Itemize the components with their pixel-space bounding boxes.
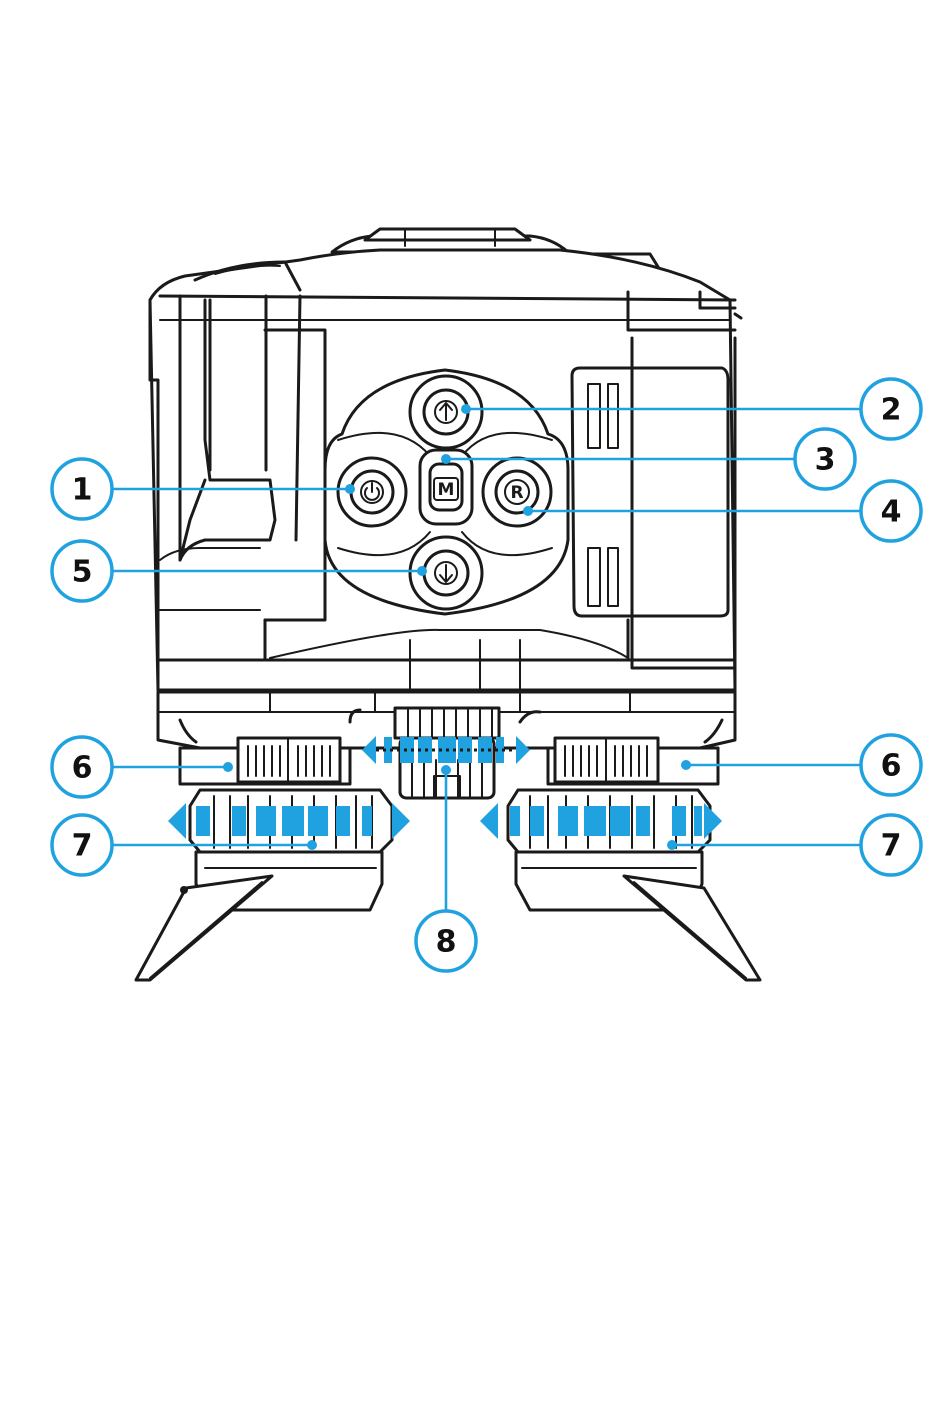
callout-number: 3: [815, 443, 836, 478]
callout-number: 2: [881, 393, 902, 428]
arrow-segment: [510, 806, 520, 836]
arrow-segment: [694, 806, 702, 836]
callout-number: 6: [72, 751, 93, 786]
callout-target-dot: [441, 454, 451, 464]
arrow-segment: [362, 806, 372, 836]
callout-number: 7: [72, 829, 93, 864]
power-icon: [361, 481, 383, 503]
callout-target-dot: [223, 762, 233, 772]
left-diopter-ring[interactable]: [180, 738, 350, 784]
arrowhead-left: [480, 803, 498, 839]
callout-number: 1: [72, 473, 93, 508]
callout-target-dot: [307, 840, 317, 850]
right-eyepiece-rotation-arrow: [480, 803, 722, 839]
callout-target-dot: [667, 840, 677, 850]
right-eyepiece-ring[interactable]: [508, 790, 760, 980]
arrowhead-right: [516, 736, 530, 764]
menu-letter-icon: M: [434, 478, 458, 500]
arrow-segment: [672, 806, 686, 836]
arrow-segment: [256, 806, 276, 836]
arrow-segment: [530, 806, 544, 836]
callout-target-dot: [681, 760, 691, 770]
callout-c6l: 6: [52, 737, 233, 797]
arrow-segment: [610, 806, 630, 836]
callout-number: 8: [436, 925, 457, 960]
right-diopter-ring[interactable]: [548, 738, 718, 784]
menu-glyph: M: [438, 480, 455, 500]
callout-target-dot: [441, 765, 451, 775]
focus-knob-rotation-arrow: [362, 736, 530, 764]
arrow-segment: [232, 806, 246, 836]
callout-target-dot: [417, 566, 427, 576]
arrow-segment: [282, 806, 304, 836]
callout-number: 5: [72, 555, 93, 590]
record-glyph: R: [510, 483, 523, 503]
callout-target-dot: [461, 404, 471, 414]
arrow-segment: [196, 806, 210, 836]
arrowhead-left: [362, 736, 376, 764]
arrow-segment: [336, 806, 350, 836]
arrowhead-left: [168, 803, 186, 839]
button-cluster: R M: [325, 370, 568, 614]
callout-number: 4: [881, 495, 902, 530]
callout-number: 7: [881, 829, 902, 864]
up-button[interactable]: [410, 376, 482, 448]
callout-number: 6: [881, 749, 902, 784]
callout-target-dot: [523, 506, 533, 516]
arrowhead-right: [704, 803, 722, 839]
arrow-segment: [636, 806, 650, 836]
callout-target-dot: [345, 484, 355, 494]
arrowhead-right: [392, 803, 410, 839]
arrow-segment: [308, 806, 328, 836]
arrow-segment: [584, 806, 606, 836]
arrow-segment: [558, 806, 578, 836]
record-button[interactable]: R: [483, 458, 551, 526]
